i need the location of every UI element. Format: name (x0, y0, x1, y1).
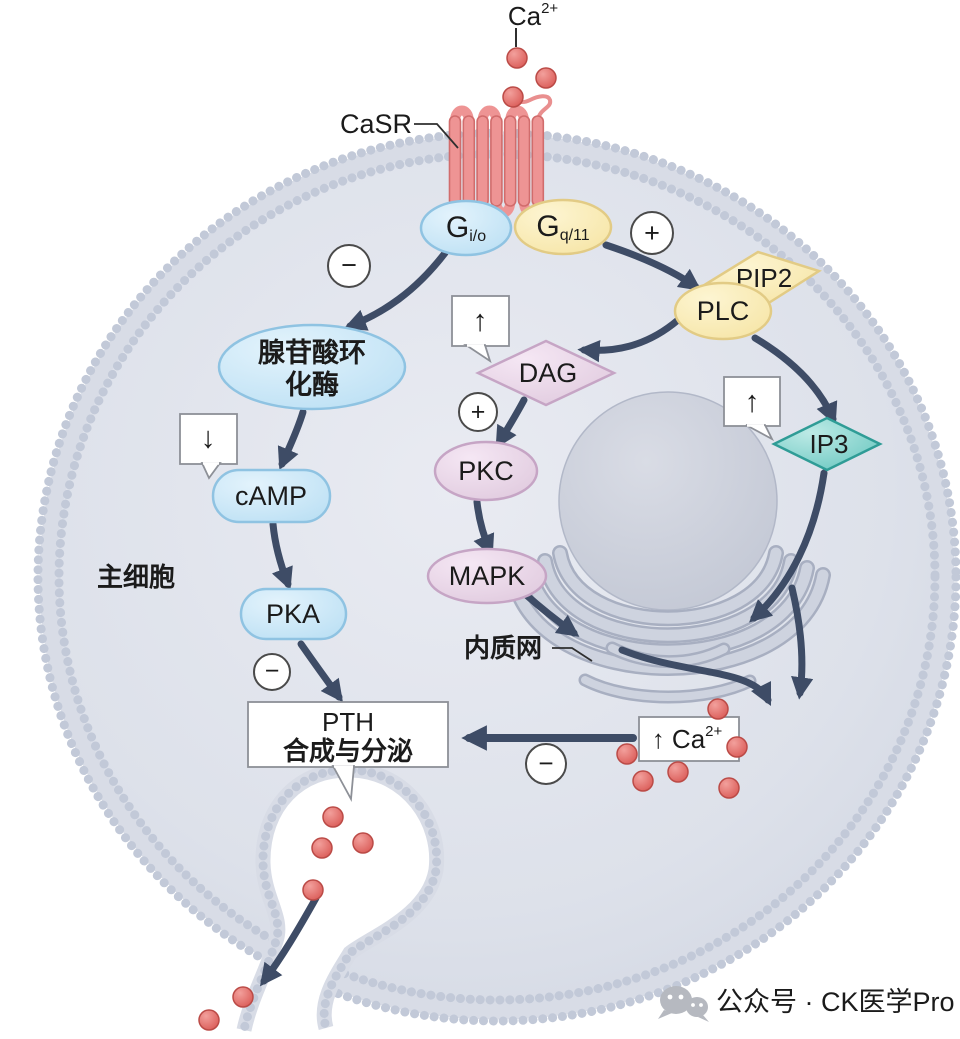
plc-node: PLC (673, 281, 773, 341)
arrow-pkc-to-mapk (473, 498, 495, 558)
mapk-node: MAPK (426, 547, 548, 605)
svg-text:+: + (471, 398, 486, 426)
svg-text:↑ Ca2+: ↑ Ca2+ (652, 723, 723, 755)
er-label: 内质网 (464, 633, 542, 663)
arrow-mapk-to-er (520, 589, 580, 637)
gio-protein: Gi/o (419, 199, 513, 257)
gq11-protein: Gq/11 (513, 198, 613, 256)
arrow-gq-to-plc (602, 241, 702, 291)
svg-text:−: − (265, 657, 280, 685)
pathway-arrows (259, 241, 838, 987)
pth-box: PTH 合成与分泌 (247, 701, 449, 803)
arrow-camp-to-pka (269, 520, 293, 591)
svg-text:IP3: IP3 (809, 429, 848, 459)
svg-text:PKC: PKC (458, 456, 514, 486)
svg-text:Gq/11: Gq/11 (536, 210, 589, 244)
minus-badge-pka: − (253, 653, 291, 691)
dag-node: DAG (475, 339, 617, 407)
svg-text:Gi/o: Gi/o (446, 211, 486, 245)
arrow-er-to-ca-left (618, 646, 772, 707)
er-label-group: 内质网 (464, 633, 593, 663)
casr-leader (414, 123, 459, 149)
up-box-dag: ↑ (451, 295, 510, 364)
adenylyl-cyclase: 腺苷酸环 化酶 (217, 323, 407, 411)
ca-ion-label: Ca2+ (508, 0, 559, 31)
vesicle-pth-granules (302, 806, 374, 901)
calcium-ion (502, 86, 524, 108)
svg-text:cAMP: cAMP (235, 481, 307, 511)
svg-text:−: − (538, 748, 553, 778)
pka-node: PKA (239, 587, 348, 641)
svg-text:MAPK: MAPK (449, 561, 526, 591)
arrow-ac-to-camp (277, 408, 307, 471)
arrow-pka-to-pth (297, 640, 343, 703)
down-box-camp: ↓ (179, 413, 238, 480)
svg-text:−: − (341, 250, 357, 280)
svg-text:PLC: PLC (697, 296, 750, 326)
vesicle-wall-right-beads (319, 765, 442, 1033)
calcium-ion (506, 47, 528, 69)
up-box-ip3: ↑ (723, 376, 781, 442)
plus-badge-dag: + (458, 392, 498, 432)
pkc-node: PKC (433, 440, 539, 502)
svg-text:↑: ↑ (473, 305, 488, 338)
calcium-ion (535, 67, 557, 89)
wechat-icon (658, 986, 709, 1022)
cytosolic-calcium-cluster (616, 698, 748, 799)
svg-text:↑: ↑ (745, 386, 760, 419)
casr-label: CaSR (340, 109, 412, 139)
arrow-pth-secretion (259, 894, 320, 987)
er-leader (552, 647, 593, 662)
nucleus (558, 391, 778, 611)
svg-text:合成与分泌: 合成与分泌 (283, 736, 413, 766)
arrow-ip3-to-er (749, 469, 828, 623)
chief-cell-label: 主细胞 (97, 562, 175, 592)
vesicle-lumen (244, 769, 437, 1039)
arrow-plc-to-dag (577, 316, 682, 363)
svg-text:化酶: 化酶 (285, 370, 339, 400)
plus-badge-gq: + (630, 211, 674, 255)
svg-text:↓: ↓ (201, 422, 216, 455)
minus-badge-ca: − (525, 743, 567, 785)
svg-text:DAG: DAG (519, 358, 578, 388)
casr-receptor (448, 94, 553, 218)
svg-text:PTH: PTH (322, 707, 374, 737)
ip3-node: IP3 (771, 416, 883, 472)
arrow-gio-to-ac (343, 249, 449, 331)
watermark: 公众号 · CK医学Pro (658, 986, 955, 1022)
svg-text:+: + (644, 218, 660, 248)
arrow-plc-to-ip3 (751, 334, 838, 426)
ca-increase-box: ↑ Ca2+ (638, 716, 740, 762)
minus-badge-gio: − (327, 244, 371, 288)
svg-text:腺苷酸环: 腺苷酸环 (257, 338, 366, 368)
extracellular-calcium: Ca2+ (502, 0, 559, 108)
svg-text:PKA: PKA (266, 599, 320, 629)
secreted-pth-granules (198, 986, 254, 1031)
watermark-text: 公众号 · CK医学Pro (716, 987, 955, 1017)
arrow-er-to-ca-right (788, 584, 814, 700)
camp-node: cAMP (211, 468, 332, 524)
arrow-dag-to-pkc (495, 396, 528, 449)
casr-label-group: CaSR (340, 109, 459, 149)
